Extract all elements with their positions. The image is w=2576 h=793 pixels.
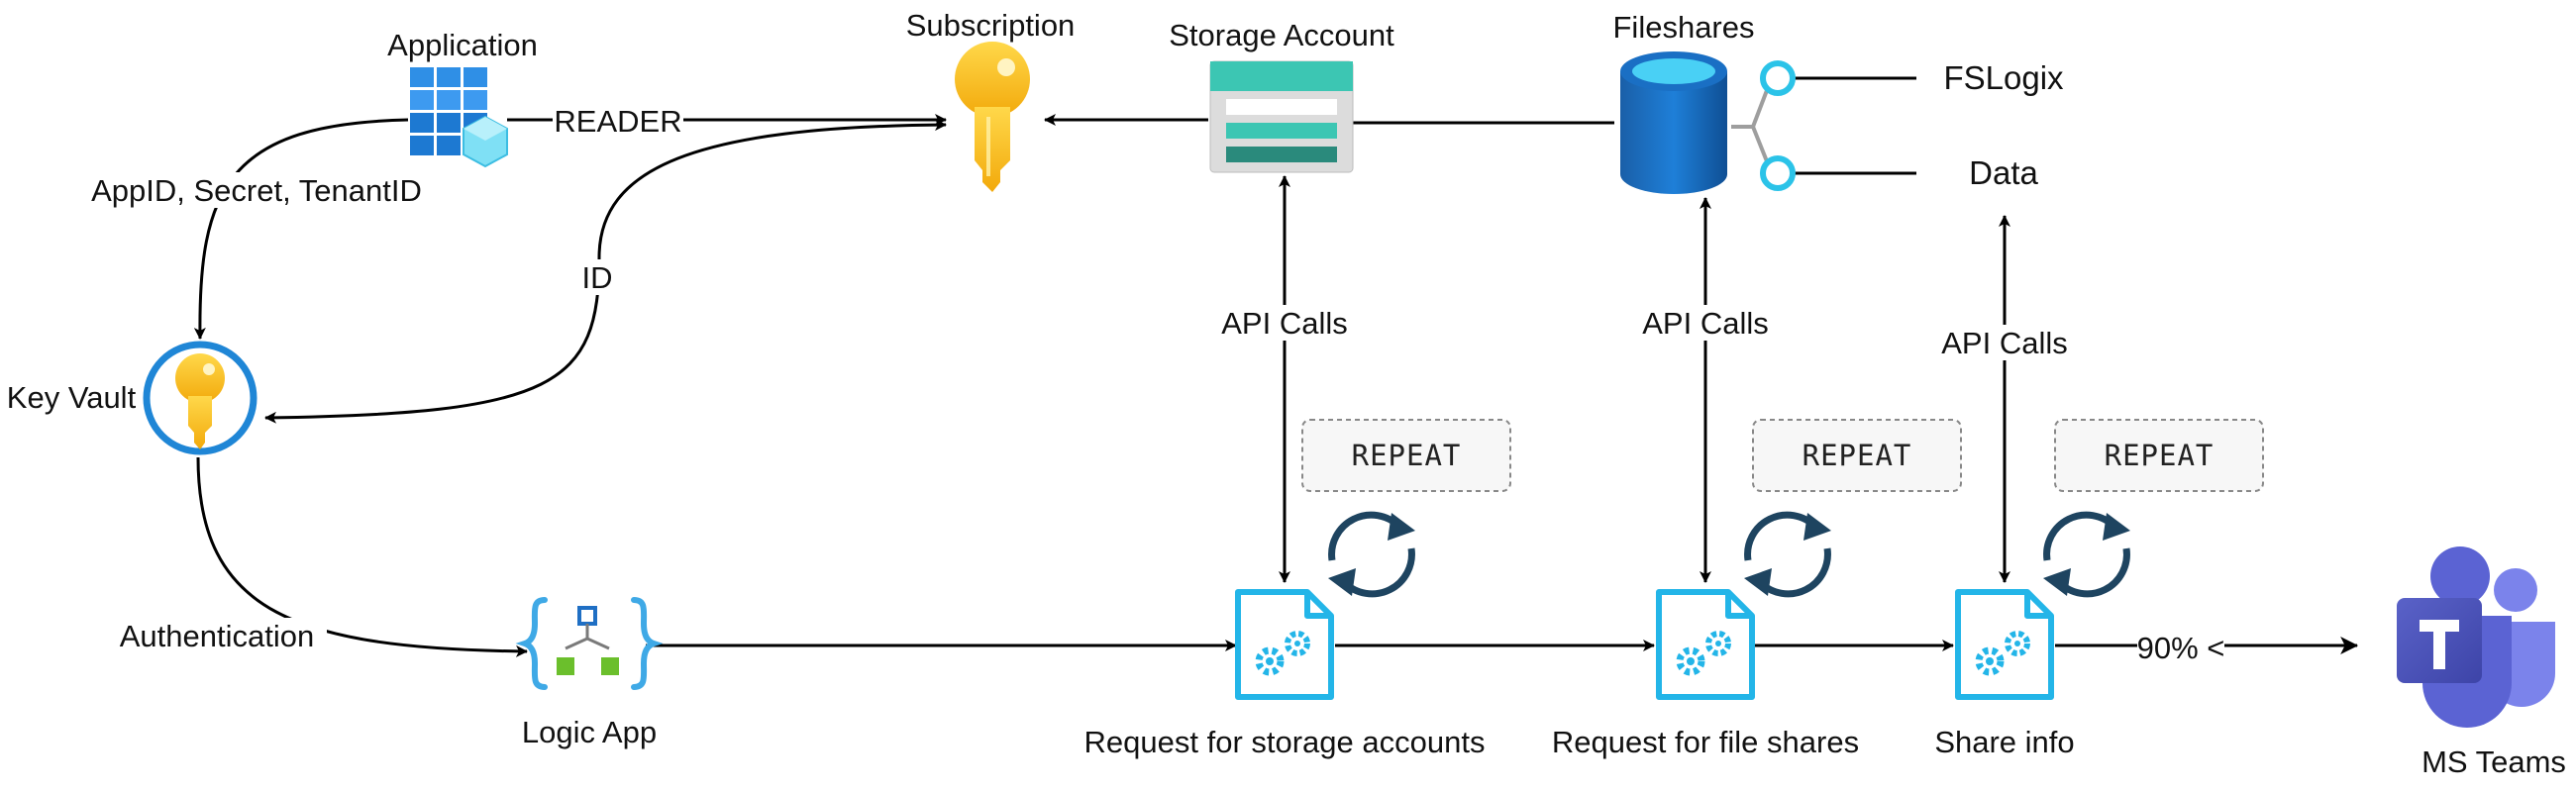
database-icon xyxy=(1620,51,1727,194)
application-node[interactable]: Application xyxy=(387,28,538,168)
edge-authentication xyxy=(196,456,528,657)
threshold-label: 90% < xyxy=(2137,631,2225,665)
ms-teams-node[interactable]: MS Teams xyxy=(2397,546,2566,779)
edges xyxy=(193,76,2359,657)
gear-document-icon xyxy=(1656,589,1755,700)
data-label: Data xyxy=(1969,154,2038,191)
storage-account-node[interactable]: Storage Account xyxy=(1169,18,1394,173)
edge-credentials xyxy=(193,118,409,340)
key-vault-node[interactable]: Key Vault xyxy=(7,341,258,455)
fileshares-node[interactable]: Fileshares FSLogix Data xyxy=(1613,10,2065,194)
repeat-label-2: REPEAT xyxy=(1803,439,1912,472)
storage-account-label: Storage Account xyxy=(1169,18,1394,52)
refresh-icon xyxy=(2043,511,2130,598)
refresh-icon xyxy=(1744,511,1831,598)
key-vault-label: Key Vault xyxy=(7,380,137,415)
ms-teams-label: MS Teams xyxy=(2421,744,2566,779)
share-info-label: Share info xyxy=(1934,725,2074,759)
key-vault-icon xyxy=(143,341,258,455)
repeat-badge-3: REPEAT xyxy=(2054,419,2264,492)
fileshares-label: Fileshares xyxy=(1613,10,1755,45)
request-storage-node[interactable]: Request for storage accounts xyxy=(1084,589,1486,759)
repeat-badge-2: REPEAT xyxy=(1752,419,1962,492)
logic-app-label: Logic App xyxy=(522,715,657,749)
subscription-label: Subscription xyxy=(906,8,1076,43)
api-calls-label-3: API Calls xyxy=(1941,326,2067,360)
refresh-icon xyxy=(1328,511,1415,598)
request-fileshares-node[interactable]: Request for file shares xyxy=(1552,589,1859,759)
id-label: ID xyxy=(582,260,613,295)
repeat-badge-1: REPEAT xyxy=(1301,419,1511,492)
storage-account-icon xyxy=(1209,60,1354,173)
authentication-label: Authentication xyxy=(120,619,314,653)
teams-icon xyxy=(2397,546,2555,728)
api-calls-label-2: API Calls xyxy=(1642,306,1768,341)
reader-label: READER xyxy=(554,104,681,139)
repeat-label-1: REPEAT xyxy=(1352,439,1462,472)
credentials-label: AppID, Secret, TenantID xyxy=(91,173,422,208)
app-grid-icon xyxy=(410,67,508,168)
gear-document-icon xyxy=(1235,589,1334,700)
repeat-label-3: REPEAT xyxy=(2105,439,2215,472)
application-label: Application xyxy=(387,28,538,62)
gear-document-icon xyxy=(1955,589,2054,700)
request-fileshares-label: Request for file shares xyxy=(1552,725,1859,759)
api-calls-label-1: API Calls xyxy=(1221,306,1347,341)
subscription-node[interactable]: Subscription xyxy=(906,8,1076,192)
logic-app-icon xyxy=(515,597,664,690)
edge-id xyxy=(264,119,947,424)
key-icon xyxy=(955,42,1030,192)
fslogix-label: FSLogix xyxy=(1943,59,2064,96)
connector-icon xyxy=(1731,60,1796,191)
request-storage-label: Request for storage accounts xyxy=(1084,725,1486,759)
share-info-node[interactable]: Share info xyxy=(1934,589,2075,759)
logic-app-node[interactable]: Logic App xyxy=(515,597,664,749)
